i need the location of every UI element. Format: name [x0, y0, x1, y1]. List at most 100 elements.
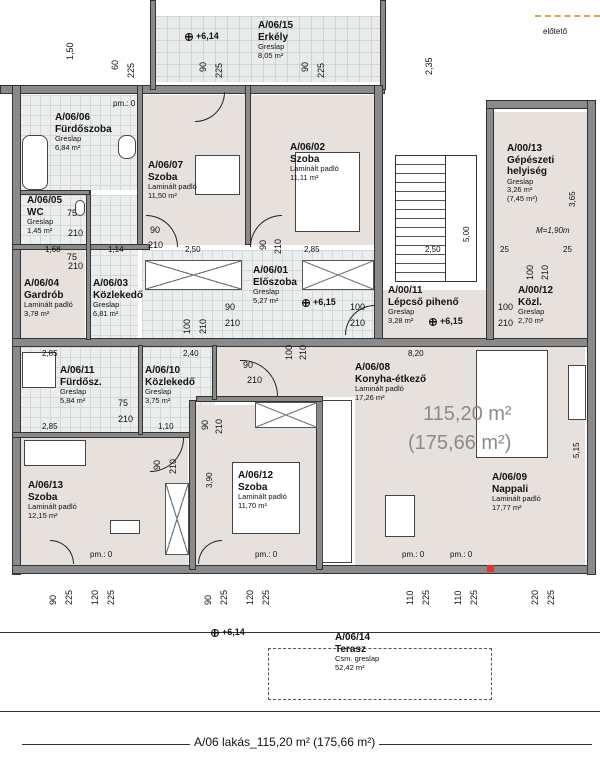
room-material: Greslap	[27, 217, 54, 226]
dim-label: 3,65	[568, 191, 577, 207]
dim-label: 225	[214, 62, 224, 78]
mechanical-room-floor	[493, 112, 589, 292]
room-area: 5,27 m²	[253, 295, 279, 305]
room-material: Greslap	[145, 387, 172, 396]
room-area: 3,26 m²	[507, 185, 533, 195]
wall-left	[12, 85, 21, 575]
room-material: Greslap	[518, 307, 545, 316]
room-name: Fürdősz.	[60, 376, 102, 388]
room-name: Közlekedő	[93, 289, 144, 301]
dim-label: 210	[68, 228, 84, 238]
total-net-area: 115,20 m²	[423, 403, 512, 425]
room-area: 17,77 m²	[492, 502, 522, 512]
room-id: A/06/02	[290, 142, 326, 153]
dim-label: 210	[214, 418, 224, 434]
wall-v-215	[212, 345, 217, 400]
level-marker-stairs: +6,15	[429, 316, 463, 326]
closet-12	[165, 483, 189, 555]
dim-label: 210	[350, 318, 366, 328]
dim-label: 110	[453, 590, 463, 605]
dim-label: 210	[273, 238, 283, 254]
room-area: 12,15 m²	[28, 510, 58, 520]
room-area: 1,45 m²	[27, 225, 53, 235]
room-label-mechanical: A/00/13 Gépészeti helyiség Greslap 3,26 …	[507, 143, 554, 203]
red-marker	[487, 565, 494, 572]
dim-label: 225	[261, 589, 271, 605]
dim-label: 90	[152, 459, 162, 470]
room-name: Gardrób	[24, 289, 64, 301]
room-material: Greslap	[253, 287, 280, 296]
room-label-bathroom: A/06/06 Fürdőszoba Greslap 6,84 m²	[55, 112, 112, 152]
dim-label: 90	[198, 61, 208, 72]
wall-balcony-right	[380, 0, 386, 90]
level-marker-hall: +6,15	[302, 297, 336, 307]
room-label-terrace: A/06/14 Terasz Csm. greslap 52,42 m²	[335, 632, 379, 672]
room-label-balcony: A/06/15 Erkély Greslap 8,05 m²	[258, 20, 293, 60]
room-name: Szoba	[238, 481, 268, 493]
room-material: Laminált padló	[238, 492, 287, 501]
parapet-label: pm.: 0	[255, 550, 278, 559]
terrace-outline	[0, 632, 600, 712]
dim-label: 2,50	[425, 245, 441, 254]
dining-table	[385, 495, 415, 537]
dim-label: 90	[48, 594, 58, 605]
dim-label: 90	[258, 239, 268, 250]
room-material: Greslap	[60, 387, 87, 396]
wall-bottom	[12, 565, 590, 574]
corridor-03-floor	[90, 195, 138, 338]
wall-top-right	[486, 100, 596, 109]
dim-label: 210	[298, 344, 308, 360]
wall-v-138	[137, 85, 143, 245]
wall-v-190	[189, 400, 196, 570]
room-name: Terasz	[335, 643, 366, 655]
room-material: Greslap	[507, 176, 534, 186]
dim-label: 75	[67, 208, 78, 218]
room-name: Közlekedő	[145, 376, 196, 388]
dim-label: 100	[498, 302, 514, 312]
room-id: A/06/13	[28, 480, 64, 491]
parapet-label: pm.: 0	[113, 99, 136, 108]
room-id: A/06/07	[148, 160, 184, 171]
dim-label: 2,85	[42, 422, 58, 431]
parapet-label: pm.: 0	[450, 550, 473, 559]
dim-label: 90	[243, 360, 254, 370]
dim-label: 2,40	[183, 349, 199, 358]
canopy-dash	[535, 15, 600, 17]
dim-label: 225	[64, 589, 74, 605]
closet-07	[145, 260, 242, 290]
dim-label: 2,35	[424, 57, 434, 75]
dim-label: 1,10	[158, 422, 174, 431]
sofa	[476, 350, 548, 458]
room-material: Laminált padló	[24, 300, 73, 309]
dim-label: 90	[203, 594, 213, 605]
wall-v-246	[245, 85, 251, 245]
room-label-corridor-10: A/06/10 Közlekedő Greslap 3,75 m²	[145, 365, 195, 405]
room-id: A/06/08	[355, 362, 391, 373]
wc-bowl	[75, 200, 85, 216]
room-label-stair-landing: A/00/11 Lépcső pihenő Greslap 3,28 m²	[388, 285, 459, 325]
wall-balcony-left	[150, 0, 156, 90]
parapet-label: pm.: 0	[402, 550, 425, 559]
parapet-label: pm.: 0	[90, 550, 113, 559]
dim-label: 1,68	[45, 245, 61, 254]
room-id: A/06/14	[335, 632, 371, 643]
room-label-07: A/06/07 Szoba Laminált padló 11,50 m²	[148, 160, 197, 200]
room-material: Laminált padló	[492, 494, 541, 503]
dim-label: 75	[118, 398, 129, 408]
dim-label: 210	[225, 318, 241, 328]
room-name: Szoba	[28, 491, 58, 503]
room-material: Greslap	[388, 307, 415, 316]
room-id: A/06/10	[145, 365, 181, 376]
room-area: 8,05 m²	[258, 50, 284, 60]
room-area-gross: (7,45 m²)	[507, 193, 538, 203]
stair-landing-floor	[382, 290, 490, 338]
wall-v-88	[86, 190, 91, 340]
room-id: A/06/01	[253, 265, 289, 276]
room-label-wc: A/06/05 WC Greslap 1,45 m²	[27, 195, 62, 235]
table-13	[110, 520, 140, 534]
dim-label: 5,00	[462, 226, 471, 242]
footer-label: A/06 lakás_115,20 m² (175,66 m²)	[190, 735, 380, 749]
room-label-hall: A/06/01 Előszoba Greslap 5,27 m²	[253, 265, 297, 305]
room-area: 3,78 m²	[24, 308, 50, 318]
room-area: 3,75 m²	[145, 395, 171, 405]
